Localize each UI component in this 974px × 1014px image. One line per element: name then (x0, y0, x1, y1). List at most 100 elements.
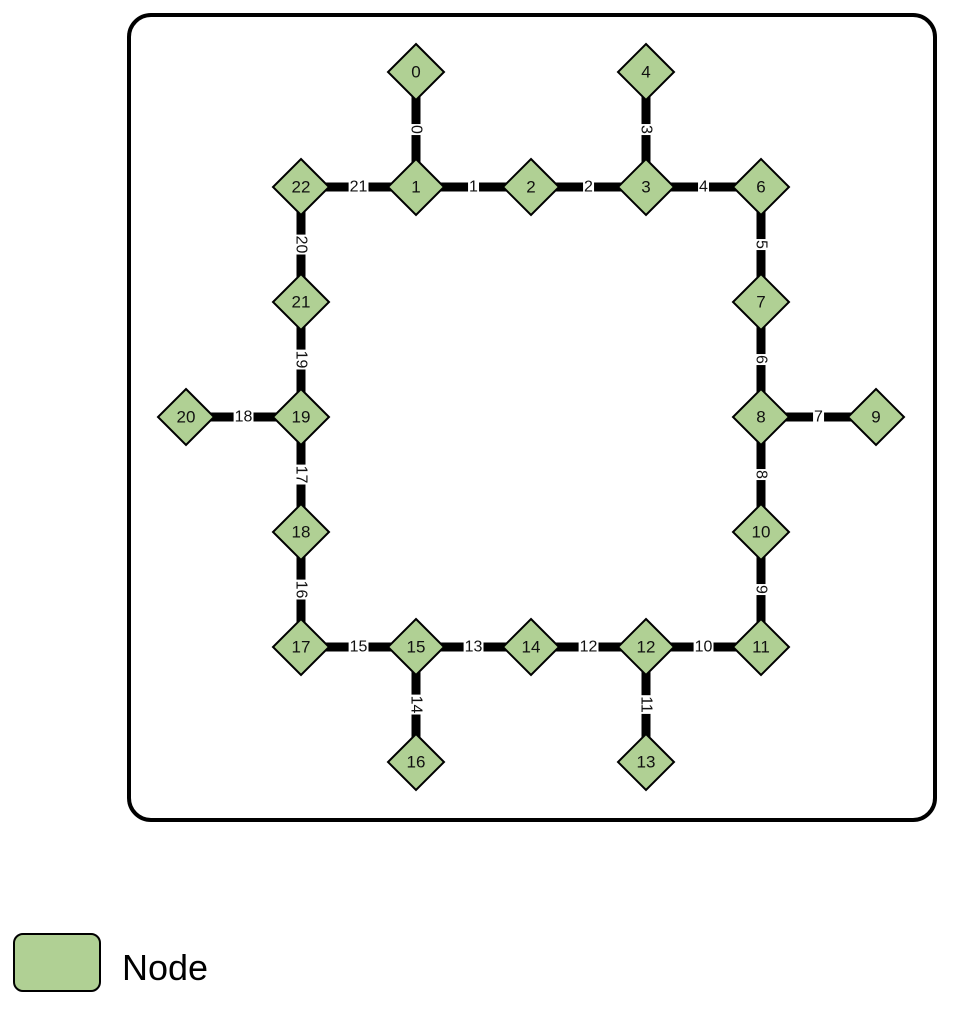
edge-label: 0 (408, 125, 425, 134)
node-10: 10 (731, 502, 791, 562)
edge-label-background (813, 409, 825, 425)
edge-label: 7 (814, 409, 823, 426)
node-16: 16 (386, 732, 446, 792)
node-label: 18 (292, 523, 311, 542)
edge-label-background (753, 584, 769, 596)
edge-label-background (408, 124, 424, 136)
node-diamond (731, 387, 791, 447)
node-19: 19 (271, 387, 331, 447)
edge-label: 21 (350, 179, 368, 196)
node-9: 9 (846, 387, 906, 447)
edge-label: 19 (293, 351, 310, 369)
node-20: 20 (156, 387, 216, 447)
node-diamond (616, 42, 676, 102)
node-2: 2 (501, 157, 561, 217)
node-label: 0 (411, 63, 420, 82)
node-diamond (386, 732, 446, 792)
node-label: 17 (292, 638, 311, 657)
node-label: 22 (292, 178, 311, 197)
edge-label: 12 (580, 639, 598, 656)
edge-label-background (638, 124, 654, 136)
node-diamond (271, 157, 331, 217)
edge-label: 15 (350, 639, 368, 656)
node-21: 21 (271, 272, 331, 332)
edge-label: 2 (584, 179, 593, 196)
node-label: 15 (407, 638, 426, 657)
edge-label-background (293, 579, 309, 600)
edge-label-background (468, 179, 480, 195)
node-1: 1 (386, 157, 446, 217)
node-12: 12 (616, 617, 676, 677)
edge-label: 1 (469, 179, 478, 196)
node-label: 3 (641, 178, 650, 197)
edge-label: 16 (293, 581, 310, 599)
node-diamond (156, 387, 216, 447)
edge-label: 17 (293, 466, 310, 484)
node-label: 14 (522, 638, 541, 657)
node-diamond (501, 617, 561, 677)
node-diamond (271, 387, 331, 447)
node-diamond (846, 387, 906, 447)
node-22: 22 (271, 157, 331, 217)
node-17: 17 (271, 617, 331, 677)
node-diamond (271, 617, 331, 677)
edge-label-background (463, 639, 484, 655)
node-label: 16 (407, 753, 426, 772)
node-label: 9 (871, 408, 880, 427)
node-label: 4 (641, 63, 650, 82)
node-6: 6 (731, 157, 791, 217)
edge-label: 10 (695, 639, 713, 656)
node-diamond (501, 157, 561, 217)
node-diamond (386, 42, 446, 102)
node-label: 13 (637, 753, 656, 772)
edge-label-background (753, 354, 769, 366)
node-diamond (731, 502, 791, 562)
edge-label: 5 (753, 240, 770, 249)
edge-label: 3 (638, 125, 655, 134)
node-18: 18 (271, 502, 331, 562)
node-label: 6 (756, 178, 765, 197)
edge-label-background (348, 639, 369, 655)
node-label: 11 (752, 638, 770, 657)
edge-label: 4 (699, 179, 708, 196)
edge-label: 20 (293, 236, 310, 254)
edge-label: 14 (408, 696, 425, 714)
legend-node-label: Node (122, 947, 208, 988)
legend: Node (13, 933, 208, 992)
edge-label-background (753, 239, 769, 251)
node-label: 8 (756, 408, 765, 427)
node-3: 3 (616, 157, 676, 217)
node-label: 1 (411, 178, 420, 197)
edge-label-background (698, 179, 710, 195)
edge-label-background (233, 409, 254, 425)
node-0: 0 (386, 42, 446, 102)
node-14: 14 (501, 617, 561, 677)
node-label: 10 (752, 523, 771, 542)
edge-label-background (578, 639, 599, 655)
edge-label-background (583, 179, 595, 195)
node-11: 11 (731, 617, 791, 677)
edge-label: 9 (753, 585, 770, 594)
node-diamond (731, 617, 791, 677)
edge-label: 13 (465, 639, 483, 656)
node-diamond (616, 617, 676, 677)
edge-label: 11 (638, 696, 655, 713)
node-diamond (731, 157, 791, 217)
node-diamond (731, 272, 791, 332)
node-7: 7 (731, 272, 791, 332)
edge-label: 8 (753, 470, 770, 479)
node-label: 19 (292, 408, 311, 427)
node-diamond (616, 157, 676, 217)
node-8: 8 (731, 387, 791, 447)
node-diamond (616, 732, 676, 792)
diagram-frame (127, 13, 937, 822)
node-diamond (271, 272, 331, 332)
node-diamond (271, 502, 331, 562)
edge-label-background (348, 179, 369, 195)
node-diamond (386, 617, 446, 677)
legend-node-swatch (13, 933, 101, 992)
node-label: 21 (292, 293, 311, 312)
node-15: 15 (386, 617, 446, 677)
